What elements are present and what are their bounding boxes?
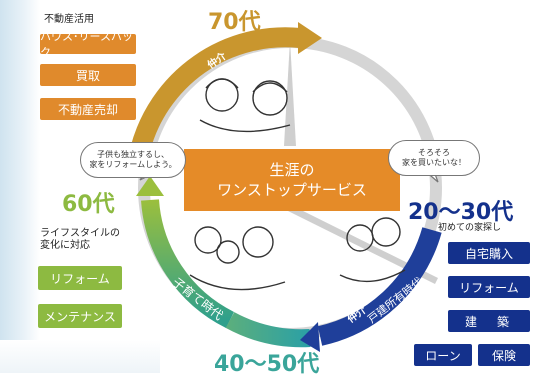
home-purchase-button[interactable]: 自宅購入 <box>448 242 530 264</box>
bubble-right-line2: 家を買いたいな！ <box>402 158 466 167</box>
bubble-left-line2: 家をリフォームしよう。 <box>89 160 177 169</box>
reform-button-left[interactable]: リフォーム <box>38 266 122 290</box>
house-leaseback-button[interactable]: ハウス･リースバック <box>40 30 136 59</box>
bubble-left-line1: 子供も独立するし、 <box>97 150 169 159</box>
center-line2: ワンストップサービス <box>217 181 367 199</box>
age-70s: 70代 <box>208 10 261 35</box>
arc-gold-arrow <box>298 22 322 54</box>
maintenance-button[interactable]: メンテナンス <box>38 304 122 328</box>
arc-green-arrow <box>136 176 164 196</box>
lifestyle-header-line1: ライフスタイルの <box>40 228 120 239</box>
construction-button[interactable]: 建 築 <box>448 310 530 332</box>
clock-hand-bottom <box>288 205 438 284</box>
clock-hand-top <box>284 40 296 146</box>
background-left <box>0 0 40 373</box>
reform-button-right[interactable]: リフォーム <box>448 276 530 298</box>
age-20-30s: 20〜30代 <box>408 200 514 225</box>
background-bottom-left <box>0 340 160 373</box>
elderly-couple-illustration <box>199 78 291 133</box>
speech-bubble-right: そろそろ 家を買いたいな！ <box>388 140 480 176</box>
age-60s: 60代 <box>62 192 115 217</box>
arc-gold <box>130 27 301 153</box>
real-estate-use-header: 不動産活用 <box>44 14 94 25</box>
arc-navy-arrow <box>300 322 320 352</box>
insurance-button[interactable]: 保険 <box>478 344 530 366</box>
center-line1: 生涯の <box>269 161 315 179</box>
purchase-button[interactable]: 買取 <box>40 64 136 86</box>
real-estate-sale-button[interactable]: 不動産売却 <box>40 98 136 120</box>
speech-bubble-left: 子供も独立するし、 家をリフォームしよう。 <box>80 142 186 178</box>
first-home-search-header: 初めての家探し <box>438 223 502 233</box>
arc-green <box>141 199 235 329</box>
family-illustration <box>189 226 286 291</box>
young-couple-illustration <box>339 217 406 283</box>
age-40-50s: 40〜50代 <box>214 352 320 377</box>
bubble-right-line1: そろそろ <box>418 148 450 157</box>
lifetime-one-stop-service: 生涯の ワンストップサービス <box>184 149 400 211</box>
lifestyle-header-line2: 変化に対応 <box>40 240 90 251</box>
arc-navy <box>317 227 442 346</box>
loan-button[interactable]: ローン <box>414 344 472 366</box>
